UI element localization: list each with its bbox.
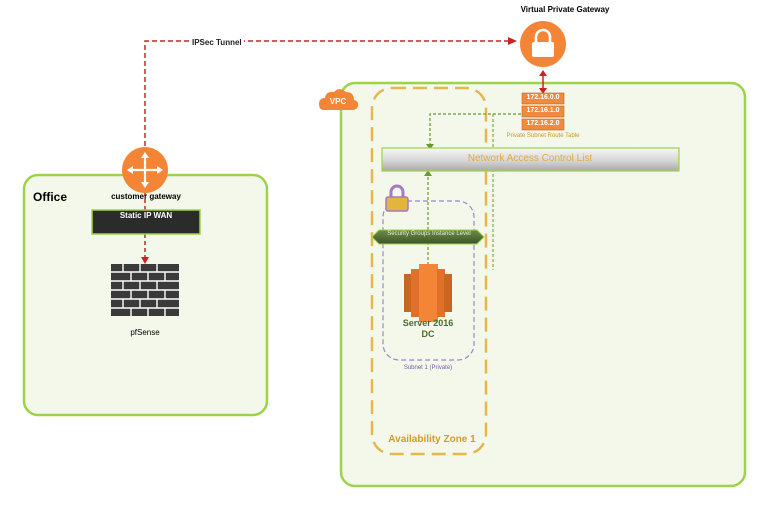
ec2-instance-icon (404, 264, 452, 322)
nacl-sg-arrow (424, 170, 432, 176)
customer-gateway-label: customer gateway (111, 192, 181, 201)
security-group-label: Security Groups Instance Level (387, 231, 471, 237)
route-row-2 (521, 118, 565, 131)
vpc-label: VPC (329, 97, 347, 106)
brick-wall-icon (111, 264, 179, 316)
route-entry-2: 172.16.2.0 (526, 120, 560, 127)
route-row-1 (521, 105, 565, 118)
office-title: Office (33, 190, 68, 204)
route-row-0 (521, 92, 565, 105)
subnet-box (382, 200, 475, 361)
route-entry-1: 172.16.1.0 (526, 107, 560, 114)
tunnel-arrowhead (508, 37, 517, 45)
route-to-nacl-line (429, 113, 521, 146)
ipsec-tunnel-line (144, 40, 510, 146)
static-ip-wan-bar (91, 209, 201, 235)
pfsense-label: pfSense (130, 328, 160, 337)
nacl-label: Network Access Control List (467, 153, 593, 164)
vpg-route-arrow-up (539, 70, 547, 76)
nacl-bar (381, 147, 680, 172)
cloud-icon (319, 89, 359, 110)
vpg-route-arrow-down (539, 88, 547, 94)
pfsense-arrowhead (141, 257, 149, 264)
security-group-bar (371, 229, 485, 245)
virtual-private-gateway-label: Virtual Private Gateway (520, 5, 610, 14)
ipsec-tunnel-label: IPSec Tunnel (190, 38, 244, 47)
lock-icon (520, 21, 566, 67)
static-ip-wan-label: Static IP WAN (119, 211, 173, 220)
availability-zone-label: Availability Zone 1 (388, 434, 476, 445)
router-icon (122, 147, 168, 193)
vpc-container (339, 81, 747, 488)
route-entry-0: 172.16.0.0 (526, 94, 560, 101)
padlock-icon (385, 184, 409, 212)
route-table-title: Private Subnet Route Table (506, 133, 580, 139)
subnet-label: Subnet 1 (Private) (403, 365, 453, 371)
route-connector-arrow (426, 144, 434, 150)
server-label: Server 2016 DC (402, 318, 454, 339)
